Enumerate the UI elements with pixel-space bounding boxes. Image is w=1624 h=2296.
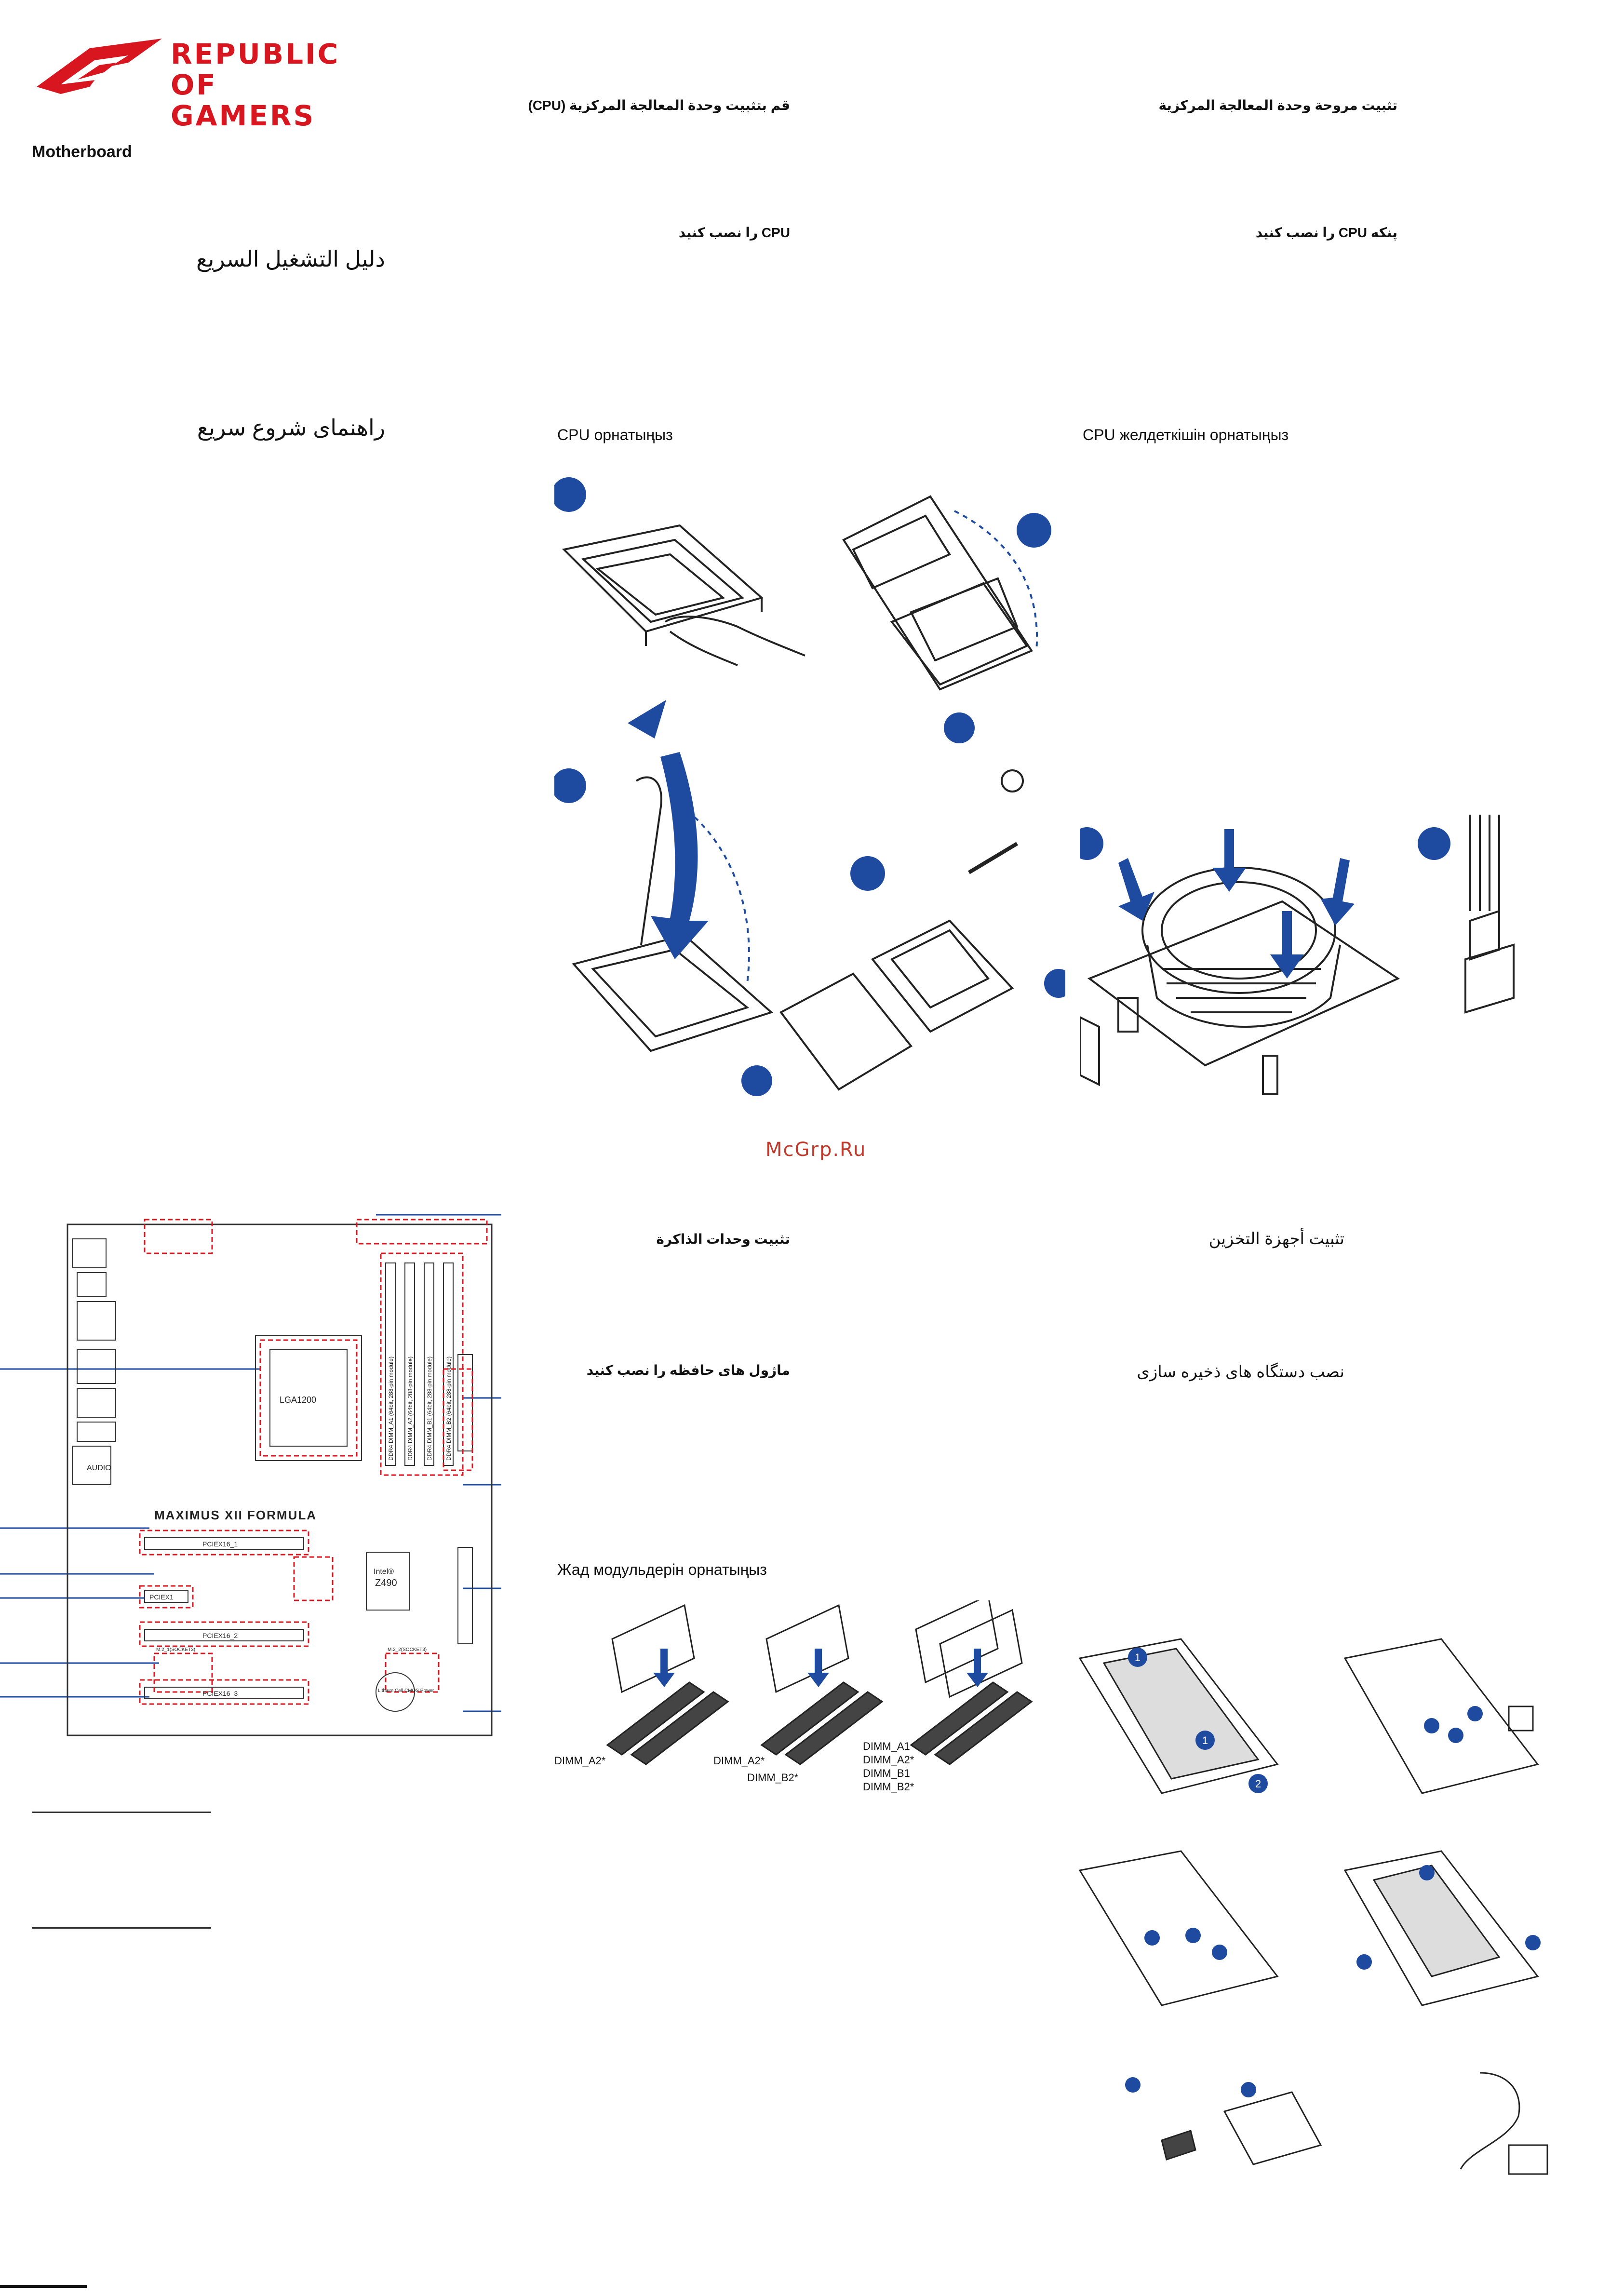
battery-label: Lithium Cell CMOS Power <box>378 1688 434 1693</box>
dimm-a1-label: DDR4 DIMM_A1 (64bit, 288-pin module) <box>388 1356 394 1461</box>
cpu-fan-diagram <box>1080 815 1515 1095</box>
pcie3-label: PCIEX16_3 <box>202 1690 238 1697</box>
storage-diagram: 1 1 2 <box>1078 1638 1548 2175</box>
cpu-install-kazakh: CPU орнатыңыз <box>557 426 673 443</box>
brand-logo: REPUBLIC OF GAMERS <box>32 34 398 131</box>
dimm-a2-label: DDR4 DIMM_A2 (64bit, 288-pin module) <box>407 1356 414 1461</box>
mem-two-b2: DIMM_B2* <box>747 1772 799 1784</box>
storage-arabic: تثبيت أجهزة التخزين <box>1208 1230 1344 1248</box>
cpu-fan-arabic: تثبيت مروحة وحدة المعالجة المركزية <box>1158 98 1397 113</box>
pcie2-label: PCIEX16_2 <box>202 1632 238 1639</box>
cpu-fan-kazakh: CPU желдеткішін орнатыңыз <box>1083 426 1289 443</box>
mem-four-b1: DIMM_B1 <box>863 1767 910 1779</box>
page-edge-mark <box>0 2285 87 2288</box>
product-category: Motherboard <box>32 143 132 161</box>
memory-arabic: تثبيت وحدات الذاكرة <box>656 1232 790 1247</box>
m2-1-label: M.2_1(SOCKET3) <box>156 1647 195 1652</box>
audio-label: AUDIO <box>87 1464 111 1472</box>
memory-diagram: DIMM_A2* DIMM_A2* DIMM_B2* DIMM_A1 DIMM_… <box>554 1600 1033 1793</box>
dimm-b1-label: DDR4 DIMM_B1 (64bit, 288-pin module) <box>426 1356 433 1461</box>
storage-step-2: 2 <box>1255 1778 1261 1790</box>
m2-2-label: M.2_2(SOCKET3) <box>388 1647 427 1652</box>
memory-persian: ماژول های حافظه را نصب کنید <box>586 1363 790 1378</box>
arabic-guide-title: دليل التشغيل السريع <box>196 246 385 271</box>
brand-line-2: GAMERS <box>171 99 316 132</box>
watermark: McGrp.Ru <box>765 1139 867 1161</box>
cpu-fan-persian: پنکه CPU را نصب کنید <box>1255 225 1397 240</box>
cpu-install-arabic: قم بتثبيت وحدة المعالجة المركزية (CPU) <box>528 98 791 113</box>
pciex1-label: PCIEX1 <box>149 1593 174 1601</box>
rog-eye-icon <box>37 39 162 94</box>
persian-guide-title: راهنمای شروع سریع <box>197 415 385 440</box>
model-label: MAXIMUS XII FORMULA <box>154 1508 317 1522</box>
motherboard-layout: LGA1200 Intel® Z490 AUDIO MAXIMUS XII FO… <box>0 1214 501 1736</box>
cpu-install-diagram <box>554 477 1065 1096</box>
dimm-b2-label: DDR4 DIMM_B2 (64bit, 288-pin module) <box>445 1356 452 1461</box>
chipset-brand: Intel® <box>374 1568 394 1576</box>
note-rule-1 <box>32 1812 211 1813</box>
brand-name: REPUBLIC OF GAMERS <box>171 39 398 131</box>
note-rule-2 <box>32 1927 211 1929</box>
storage-step-1b: 1 <box>1202 1734 1208 1746</box>
socket-label: LGA1200 <box>280 1395 316 1405</box>
chipset-label: Z490 <box>375 1578 397 1588</box>
mem-four-b2: DIMM_B2* <box>863 1781 914 1793</box>
storage-step-1a: 1 <box>1135 1652 1141 1664</box>
mem-four-a1: DIMM_A1 <box>863 1740 910 1752</box>
mem-four-a2: DIMM_A2* <box>863 1754 914 1766</box>
memory-kazakh: Жад модульдерін орнатыңыз <box>557 1561 767 1578</box>
mem-one-a2: DIMM_A2* <box>554 1755 606 1767</box>
storage-persian: نصب دستگاه های ذخیره سازی <box>1137 1363 1344 1381</box>
brand-line-1: REPUBLIC OF <box>171 38 340 101</box>
pcie1-label: PCIEX16_1 <box>202 1540 238 1548</box>
mem-two-a2: DIMM_A2* <box>713 1755 765 1767</box>
cpu-install-persian: CPU را نصب کنید <box>678 225 790 240</box>
